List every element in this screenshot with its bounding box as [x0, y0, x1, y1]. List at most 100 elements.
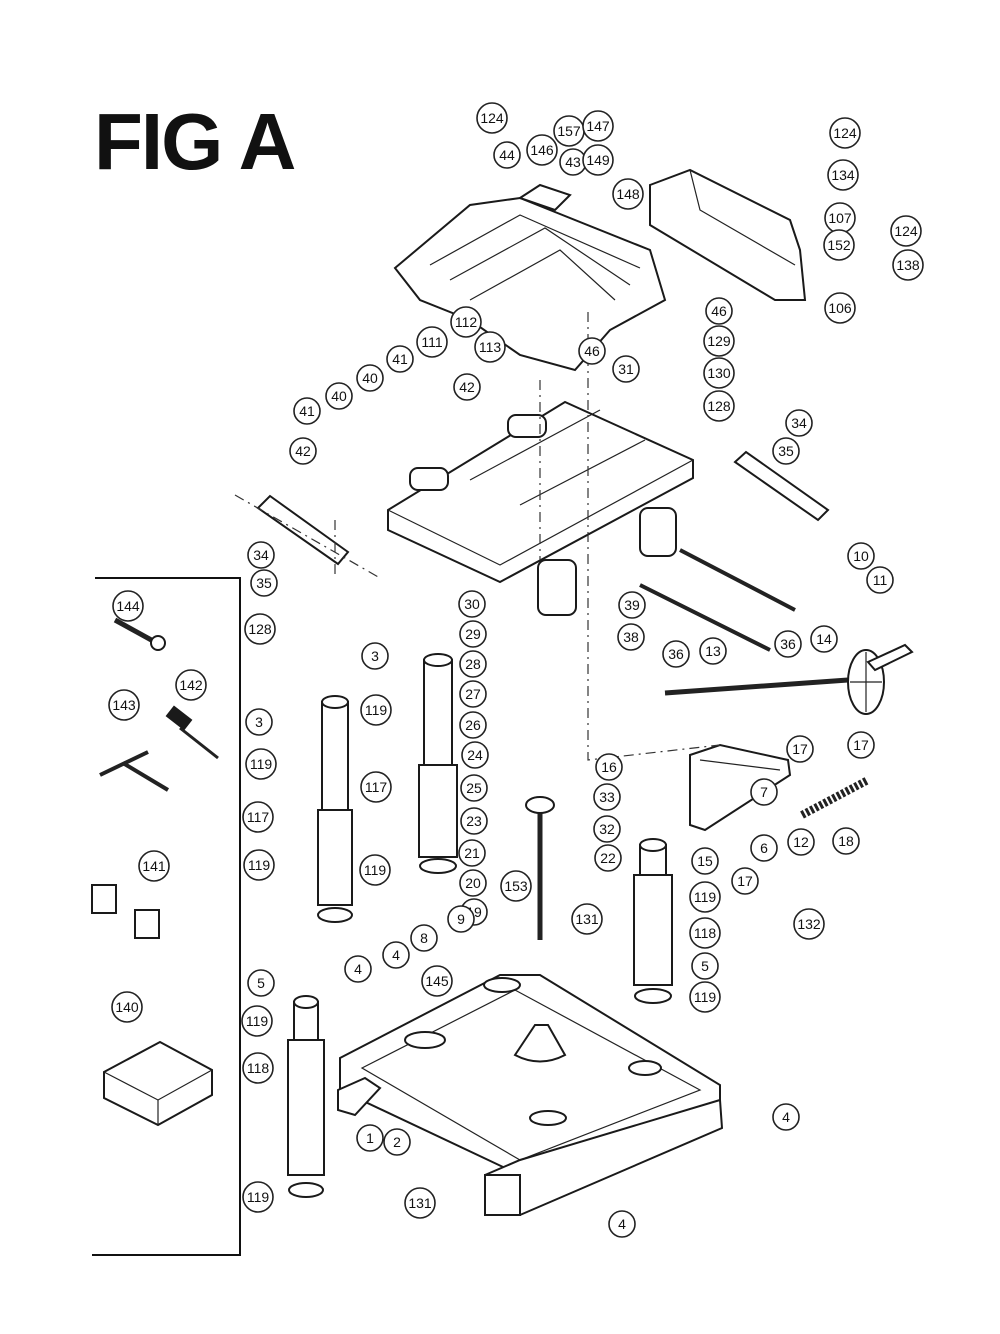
- callout-117: 117: [242, 801, 274, 833]
- callout-34: 34: [247, 541, 275, 569]
- callout-15: 15: [691, 847, 719, 875]
- callout-circle: [689, 981, 721, 1013]
- callout-label: 40: [331, 388, 347, 404]
- callout-label: 26: [465, 717, 481, 733]
- callout-circle: [460, 807, 488, 835]
- callout-circle: [595, 753, 623, 781]
- callout-29: 29: [459, 620, 487, 648]
- callout-circle: [618, 591, 646, 619]
- callout-label: 3: [255, 714, 263, 730]
- callout-label: 145: [425, 973, 449, 989]
- callout-circle: [662, 640, 690, 668]
- callout-circle: [691, 847, 719, 875]
- callout-circle: [582, 144, 614, 176]
- callout-circle: [866, 566, 894, 594]
- callout-36: 36: [662, 640, 690, 668]
- callout-circle: [382, 941, 410, 969]
- callout-32: 32: [593, 815, 621, 843]
- callout-label: 119: [246, 1013, 269, 1029]
- callout-circle: [383, 1128, 411, 1156]
- callout-circle: [356, 1124, 384, 1152]
- callout-circle: [703, 357, 735, 389]
- callout-129: 129: [703, 325, 735, 357]
- callout-circle: [410, 924, 438, 952]
- callout-124: 124: [890, 215, 922, 247]
- callout-circle: [593, 815, 621, 843]
- callout-label: 132: [797, 916, 821, 932]
- callout-label: 21: [464, 845, 480, 861]
- callout-label: 28: [465, 656, 481, 672]
- callout-107: 107: [824, 202, 856, 234]
- callout-label: 130: [707, 365, 731, 381]
- roller-right: [733, 450, 830, 522]
- callout-141: 141: [138, 850, 170, 882]
- callout-label: 140: [115, 999, 139, 1015]
- callout-circle: [112, 590, 144, 622]
- callout-label: 39: [624, 597, 640, 613]
- callout-label: 10: [853, 548, 869, 564]
- callout-label: 124: [480, 110, 504, 126]
- callout-circle: [242, 801, 274, 833]
- callout-circle: [772, 1103, 800, 1131]
- callout-35: 35: [772, 437, 800, 465]
- t-wrench: [99, 750, 170, 792]
- callout-132: 132: [793, 908, 825, 940]
- callout-label: 118: [694, 925, 717, 941]
- column-right: [633, 838, 673, 1004]
- callout-119: 119: [245, 748, 277, 780]
- callout-circle: [243, 849, 275, 881]
- callout-label: 11: [873, 572, 888, 588]
- callout-circle: [459, 869, 487, 897]
- callout-label: 38: [623, 629, 639, 645]
- callout-label: 42: [295, 443, 311, 459]
- callout-17: 17: [731, 867, 759, 895]
- callout-circle: [325, 382, 353, 410]
- callout-22: 22: [594, 844, 622, 872]
- callout-circle: [810, 625, 838, 653]
- callout-28: 28: [459, 650, 487, 678]
- callout-label: 113: [479, 339, 502, 355]
- callout-label: 5: [701, 958, 709, 974]
- callout-circle: [703, 325, 735, 357]
- callout-label: 12: [793, 834, 809, 850]
- callout-label: 1: [366, 1130, 374, 1146]
- callout-circle: [360, 694, 392, 726]
- callout-5: 5: [247, 969, 275, 997]
- callout-circle: [458, 839, 486, 867]
- callout-40: 40: [356, 364, 384, 392]
- callout-148: 148: [612, 178, 644, 210]
- callout-label: 119: [364, 862, 387, 878]
- callout-27: 27: [459, 680, 487, 708]
- callout-13: 13: [699, 637, 727, 665]
- callout-circle: [612, 355, 640, 383]
- callout-119: 119: [241, 1005, 273, 1037]
- callout-36: 36: [774, 630, 802, 658]
- callout-label: 17: [792, 741, 808, 757]
- callout-label: 124: [894, 223, 918, 239]
- callout-circle: [138, 850, 170, 882]
- callout-circle: [360, 771, 392, 803]
- callout-4: 4: [772, 1103, 800, 1131]
- callout-circle: [242, 1052, 274, 1084]
- callout-circle: [421, 965, 453, 997]
- callout-147: 147: [582, 110, 614, 142]
- callout-label: 4: [782, 1109, 790, 1125]
- callout-label: 9: [457, 911, 465, 927]
- callout-label: 119: [694, 989, 717, 1005]
- callout-34: 34: [785, 409, 813, 437]
- base-rail-left: [337, 1076, 382, 1117]
- cover-hood: [649, 168, 807, 301]
- callout-circle: [705, 297, 733, 325]
- callout-119: 119: [360, 694, 392, 726]
- callout-circle: [772, 437, 800, 465]
- column-front: [287, 995, 325, 1198]
- callout-label: 46: [584, 343, 600, 359]
- callout-9: 9: [447, 905, 475, 933]
- callout-153: 153: [500, 870, 532, 902]
- callout-label: 42: [459, 379, 475, 395]
- callout-label: 142: [179, 677, 203, 693]
- callout-46: 46: [705, 297, 733, 325]
- callout-label: 4: [618, 1216, 626, 1232]
- callout-circle: [293, 397, 321, 425]
